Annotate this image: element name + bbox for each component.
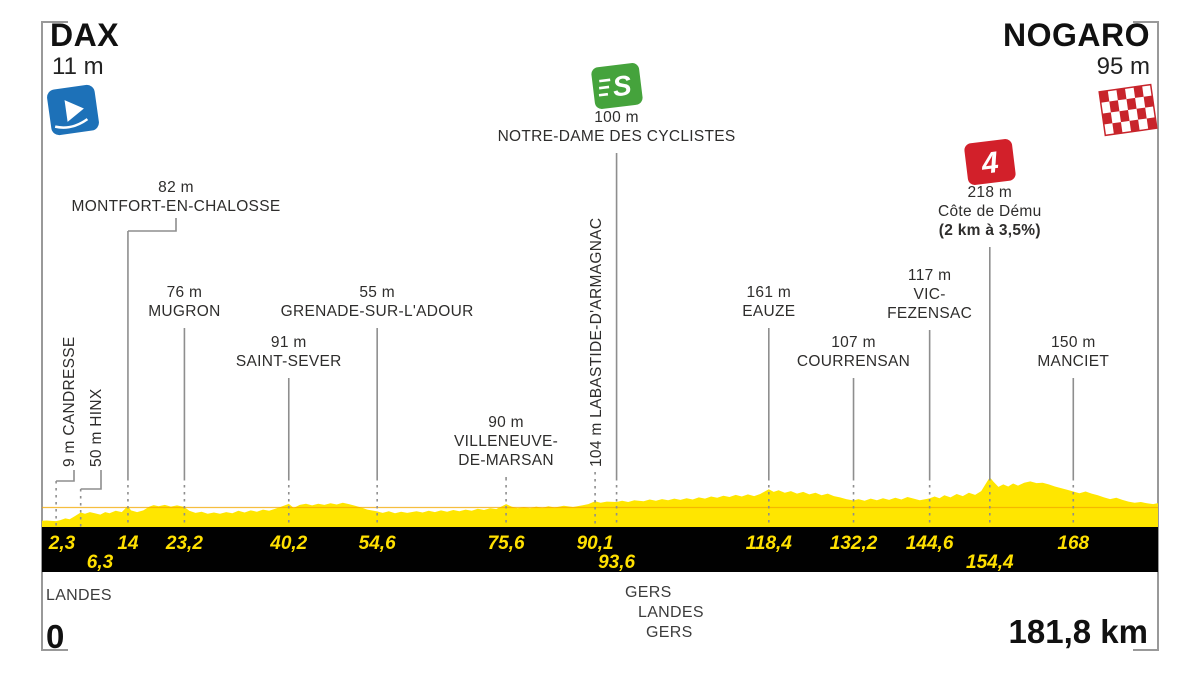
marker-label-montfort-en-chalosse-line0: 82 m <box>158 179 194 196</box>
department-labels-layer: LANDES GERS LANDES GERS <box>46 584 704 641</box>
elevation-profile-area <box>42 477 1158 527</box>
marker-label-grenade-sur-l-adour-line0: 55 m <box>359 284 395 301</box>
marker-label-cote-de-demu-line0: 218 m <box>968 184 1013 201</box>
department-label-2: LANDES <box>638 604 704 621</box>
start-km-value: 0 <box>46 618 64 655</box>
marker-label-cote-de-demu-line1: Côte de Dému <box>938 203 1042 220</box>
marker-label-manciet-line0: 150 m <box>1051 334 1096 351</box>
marker-labels-layer: 9 m CANDRESSE 50 m HINX 82 m MONTFORT-EN-CH… <box>61 109 1109 469</box>
department-label-0: LANDES <box>46 587 112 604</box>
finish-bracket-line <box>1133 21 1159 651</box>
finish-city-name: NOGARO <box>1003 17 1150 53</box>
marker-label-notre-dame-des-cyclistes-line0: 100 m <box>594 109 639 126</box>
km-axis-labels-layer: 2,3 6,314 23,2 40,2 54,6 75,6 90,193,6 118,4 132… <box>48 533 1090 573</box>
km-label-saint-sever: 40,2 <box>269 533 307 554</box>
marker-label-vic-fezensac-line0: 117 m <box>908 267 951 284</box>
km-label-courrensan: 132,2 <box>830 533 878 554</box>
km-label-mugron: 23,2 <box>165 533 203 554</box>
marker-label-vic-fezensac-line2: FEZENSAC <box>887 305 972 322</box>
km-label-candresse: 2,3 <box>48 533 76 554</box>
marker-elbow-candresse <box>56 470 75 482</box>
svg-text:S: S <box>611 69 634 102</box>
marker-label-villeneuve-de-marsan-line2: DE-MARSAN <box>458 452 554 469</box>
km-label-manciet: 168 <box>1057 533 1089 554</box>
marker-label-hinx: 50 m HINX <box>88 388 105 467</box>
marker-label-saint-sever-line1: SAINT-SEVER <box>236 353 342 370</box>
km-label-eauze: 118,4 <box>746 533 793 554</box>
marker-label-candresse: 9 m CANDRESSE <box>61 336 78 467</box>
marker-label-cote-de-demu-line2: (2 km à 3,5%) <box>939 222 1041 239</box>
marker-label-eauze-line1: EAUZE <box>742 303 795 320</box>
category-4-climb-icon: 4 <box>964 139 1016 185</box>
km-label-grenade-sur-l-adour: 54,6 <box>359 533 396 554</box>
km-label-cote-de-demu: 154,4 <box>966 552 1014 573</box>
km-label-vic-fezensac: 144,6 <box>906 533 954 554</box>
km-label-villeneuve-de-marsan: 75,6 <box>488 533 525 554</box>
total-distance-value: 181,8 km <box>1009 613 1148 650</box>
marker-label-manciet-line1: MANCIET <box>1037 353 1109 370</box>
department-label-3: GERS <box>646 624 693 641</box>
marker-elbow-hinx <box>80 470 102 490</box>
sprint-icon: S <box>591 63 643 109</box>
km-axis-bar <box>42 527 1158 572</box>
marker-label-mugron-line1: MUGRON <box>148 303 220 320</box>
marker-label-villeneuve-de-marsan-line1: VILLENEUVE- <box>454 433 558 450</box>
marker-label-eauze-line0: 161 m <box>747 284 792 301</box>
marker-label-courrensan-line1: COURRENSAN <box>797 353 910 370</box>
marker-label-labastide-d-armagnac: 104 m LABASTIDE-D'ARMAGNAC <box>588 218 605 467</box>
km-label-hinx: 6,3 <box>87 552 114 573</box>
marker-lines-layer <box>55 153 1075 527</box>
finish-checkered-flag-icon <box>1098 83 1158 137</box>
marker-label-vic-fezensac-line1: VIC- <box>914 286 946 303</box>
marker-label-notre-dame-des-cyclistes-line1: NOTRE-DAME DES CYCLISTES <box>498 128 736 145</box>
start-city-name: DAX <box>50 17 119 53</box>
start-flag-icon <box>47 84 99 136</box>
marker-label-saint-sever-line0: 91 m <box>271 334 307 351</box>
start-city-elevation: 11 m <box>52 53 104 80</box>
km-label-labastide-d-armagnac: 90,1 <box>577 533 614 554</box>
marker-elbow-montfort-en-chalosse <box>128 218 177 232</box>
marker-label-grenade-sur-l-adour-line1: GRENADE-SUR-L'ADOUR <box>281 303 474 320</box>
marker-label-courrensan-line0: 107 m <box>831 334 876 351</box>
finish-city-elevation: 95 m <box>1097 53 1150 80</box>
climb-category-number: 4 <box>979 146 1001 181</box>
km-label-notre-dame-des-cyclistes: 93,6 <box>598 552 635 573</box>
start-bracket-line <box>41 21 68 651</box>
km-label-montfort-en-chalosse: 14 <box>117 533 139 554</box>
department-label-1: GERS <box>625 584 672 601</box>
marker-label-montfort-en-chalosse-line1: MONTFORT-EN-CHALOSSE <box>72 198 281 215</box>
marker-label-mugron-line0: 76 m <box>167 284 203 301</box>
marker-label-villeneuve-de-marsan-line0: 90 m <box>488 414 524 431</box>
elevation-profile-polygon <box>42 477 1158 527</box>
